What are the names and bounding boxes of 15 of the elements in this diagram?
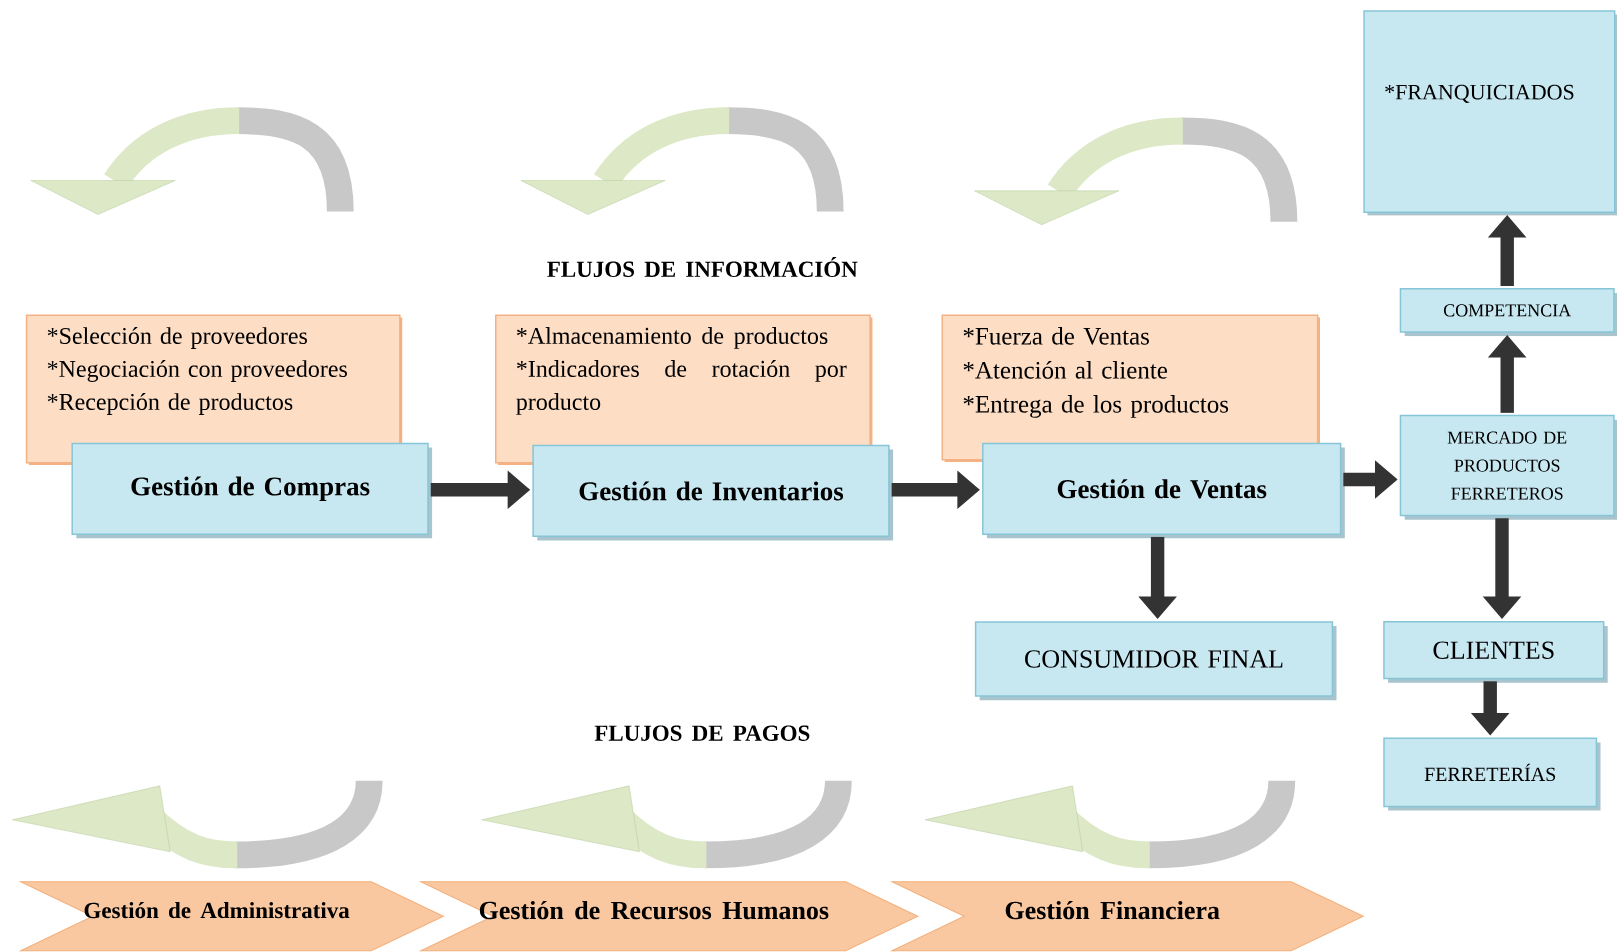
chevron-box: Gestión de Recursos Humanos bbox=[420, 881, 919, 952]
label-box: CONSUMIDOR FINAL bbox=[974, 621, 1337, 701]
chevron-box: Gestión Financiera bbox=[891, 881, 1364, 952]
label-box: MERCADO DE PRODUCTOS FERRETEROS bbox=[1399, 414, 1617, 520]
process-box: Gestión de Ventas bbox=[982, 442, 1345, 539]
section-heading: FLUJOS DE INFORMACIÓN bbox=[547, 257, 858, 278]
label-box: CLIENTES bbox=[1383, 621, 1608, 683]
label-box: FERRETERÍAS bbox=[1383, 737, 1601, 811]
section-heading: FLUJOS DE PAGOS bbox=[594, 725, 810, 741]
list-box: *FRANQUICIADOS bbox=[1363, 10, 1617, 216]
process-box: Gestión de Inventarios bbox=[532, 444, 894, 541]
label-box: COMPETENCIA bbox=[1399, 288, 1617, 337]
note-box: *Fuerza de Ventas *Atención al cliente *Entrega de los productos bbox=[941, 314, 1320, 462]
chevron-box: Gestión de Administrativa bbox=[20, 881, 444, 952]
process-box: Gestión de Compras bbox=[71, 442, 433, 539]
